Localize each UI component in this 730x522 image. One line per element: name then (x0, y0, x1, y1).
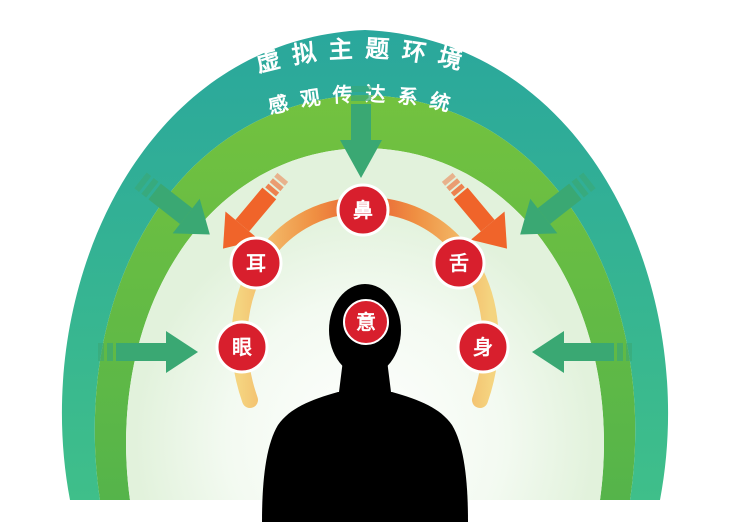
sense-label-nose: 鼻 (353, 198, 373, 222)
arrow-in-right (532, 331, 632, 373)
sense-label-tongue: 舌 (449, 251, 469, 275)
sense-label-ear: 耳 (246, 251, 266, 275)
sense-node-tongue: 舌 (432, 236, 486, 290)
sense-node-nose: 鼻 (336, 183, 390, 237)
outer-environment-band (61, 30, 669, 500)
sense-node-ear: 耳 (229, 236, 283, 290)
arrow-in-left (98, 331, 198, 373)
arrow-out-upper-right (441, 172, 507, 249)
arrow-in-upper-left (134, 172, 210, 235)
sense-node-body: 身 (456, 320, 510, 374)
sense-label-mind: 意 (356, 310, 376, 334)
arrow-in-top (340, 86, 382, 178)
sense-node-mind: 意 (343, 299, 389, 345)
sense-label-body: 身 (473, 335, 493, 359)
sense-label-eye: 眼 (232, 335, 252, 359)
arrow-in-upper-right (520, 172, 596, 235)
sense-node-eye: 眼 (215, 320, 269, 374)
